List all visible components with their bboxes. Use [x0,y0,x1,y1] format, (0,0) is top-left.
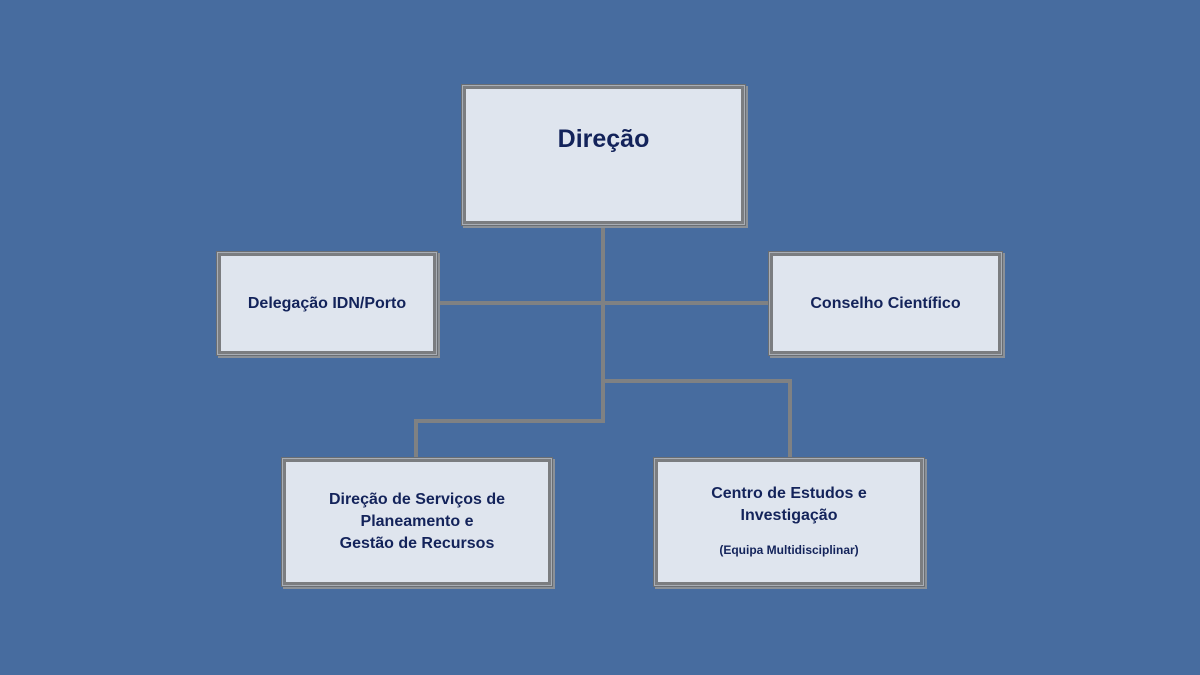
connector-to-cei [601,379,792,461]
node-cei-line-2: Investigação [740,507,838,524]
node-delegacao-label: Delegação IDN/Porto [247,294,407,312]
node-direcao: Direção [463,86,744,224]
node-delegacao-idn-porto: Delegação IDN/Porto [218,253,436,354]
node-dsp-line-3: Gestão de Recursos [339,535,495,552]
node-centro-estudos-investigacao: Centro de Estudos e Investigação (Equipa… [655,459,923,585]
node-dsp-line-1: Direção de Serviços de [328,491,506,508]
node-conselho-label: Conselho Científico [810,294,961,312]
node-cei-sublabel: (Equipa Multidisciplinar) [719,543,859,557]
node-conselho-cientifico: Conselho Científico [770,253,1001,354]
node-direcao-servicos-planeamento: Direção de Serviços de Planeamento e Ges… [283,459,551,585]
node-dsp-line-2: Planeamento e [360,513,474,530]
node-cei-line-1: Centro de Estudos e [711,485,867,502]
connector-to-dsp [414,419,605,461]
node-direcao-label: Direção [557,125,650,153]
